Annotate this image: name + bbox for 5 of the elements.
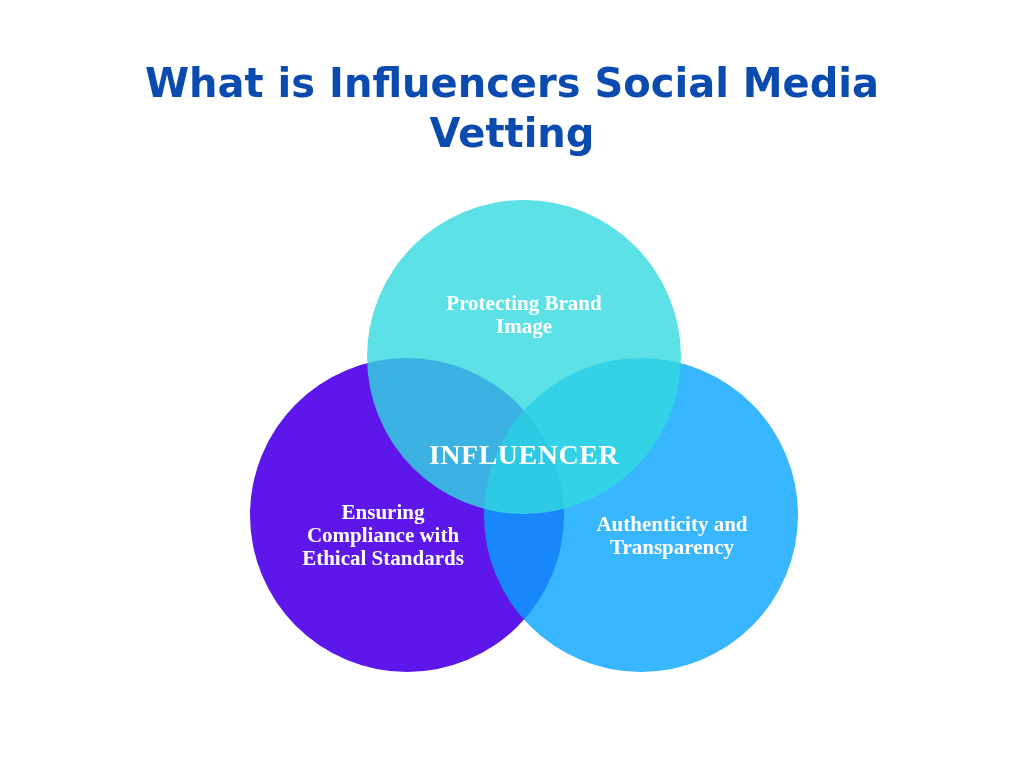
title: What is Influencers Social Media Vetting	[143, 59, 881, 158]
center-label: INFLUENCER	[428, 439, 620, 471]
circle-label: Authenticity and Transparency	[595, 513, 749, 559]
circle-label: Protecting Brand Image	[445, 292, 603, 338]
circle-label: Ensuring Compliance with Ethical Standards	[301, 500, 465, 570]
